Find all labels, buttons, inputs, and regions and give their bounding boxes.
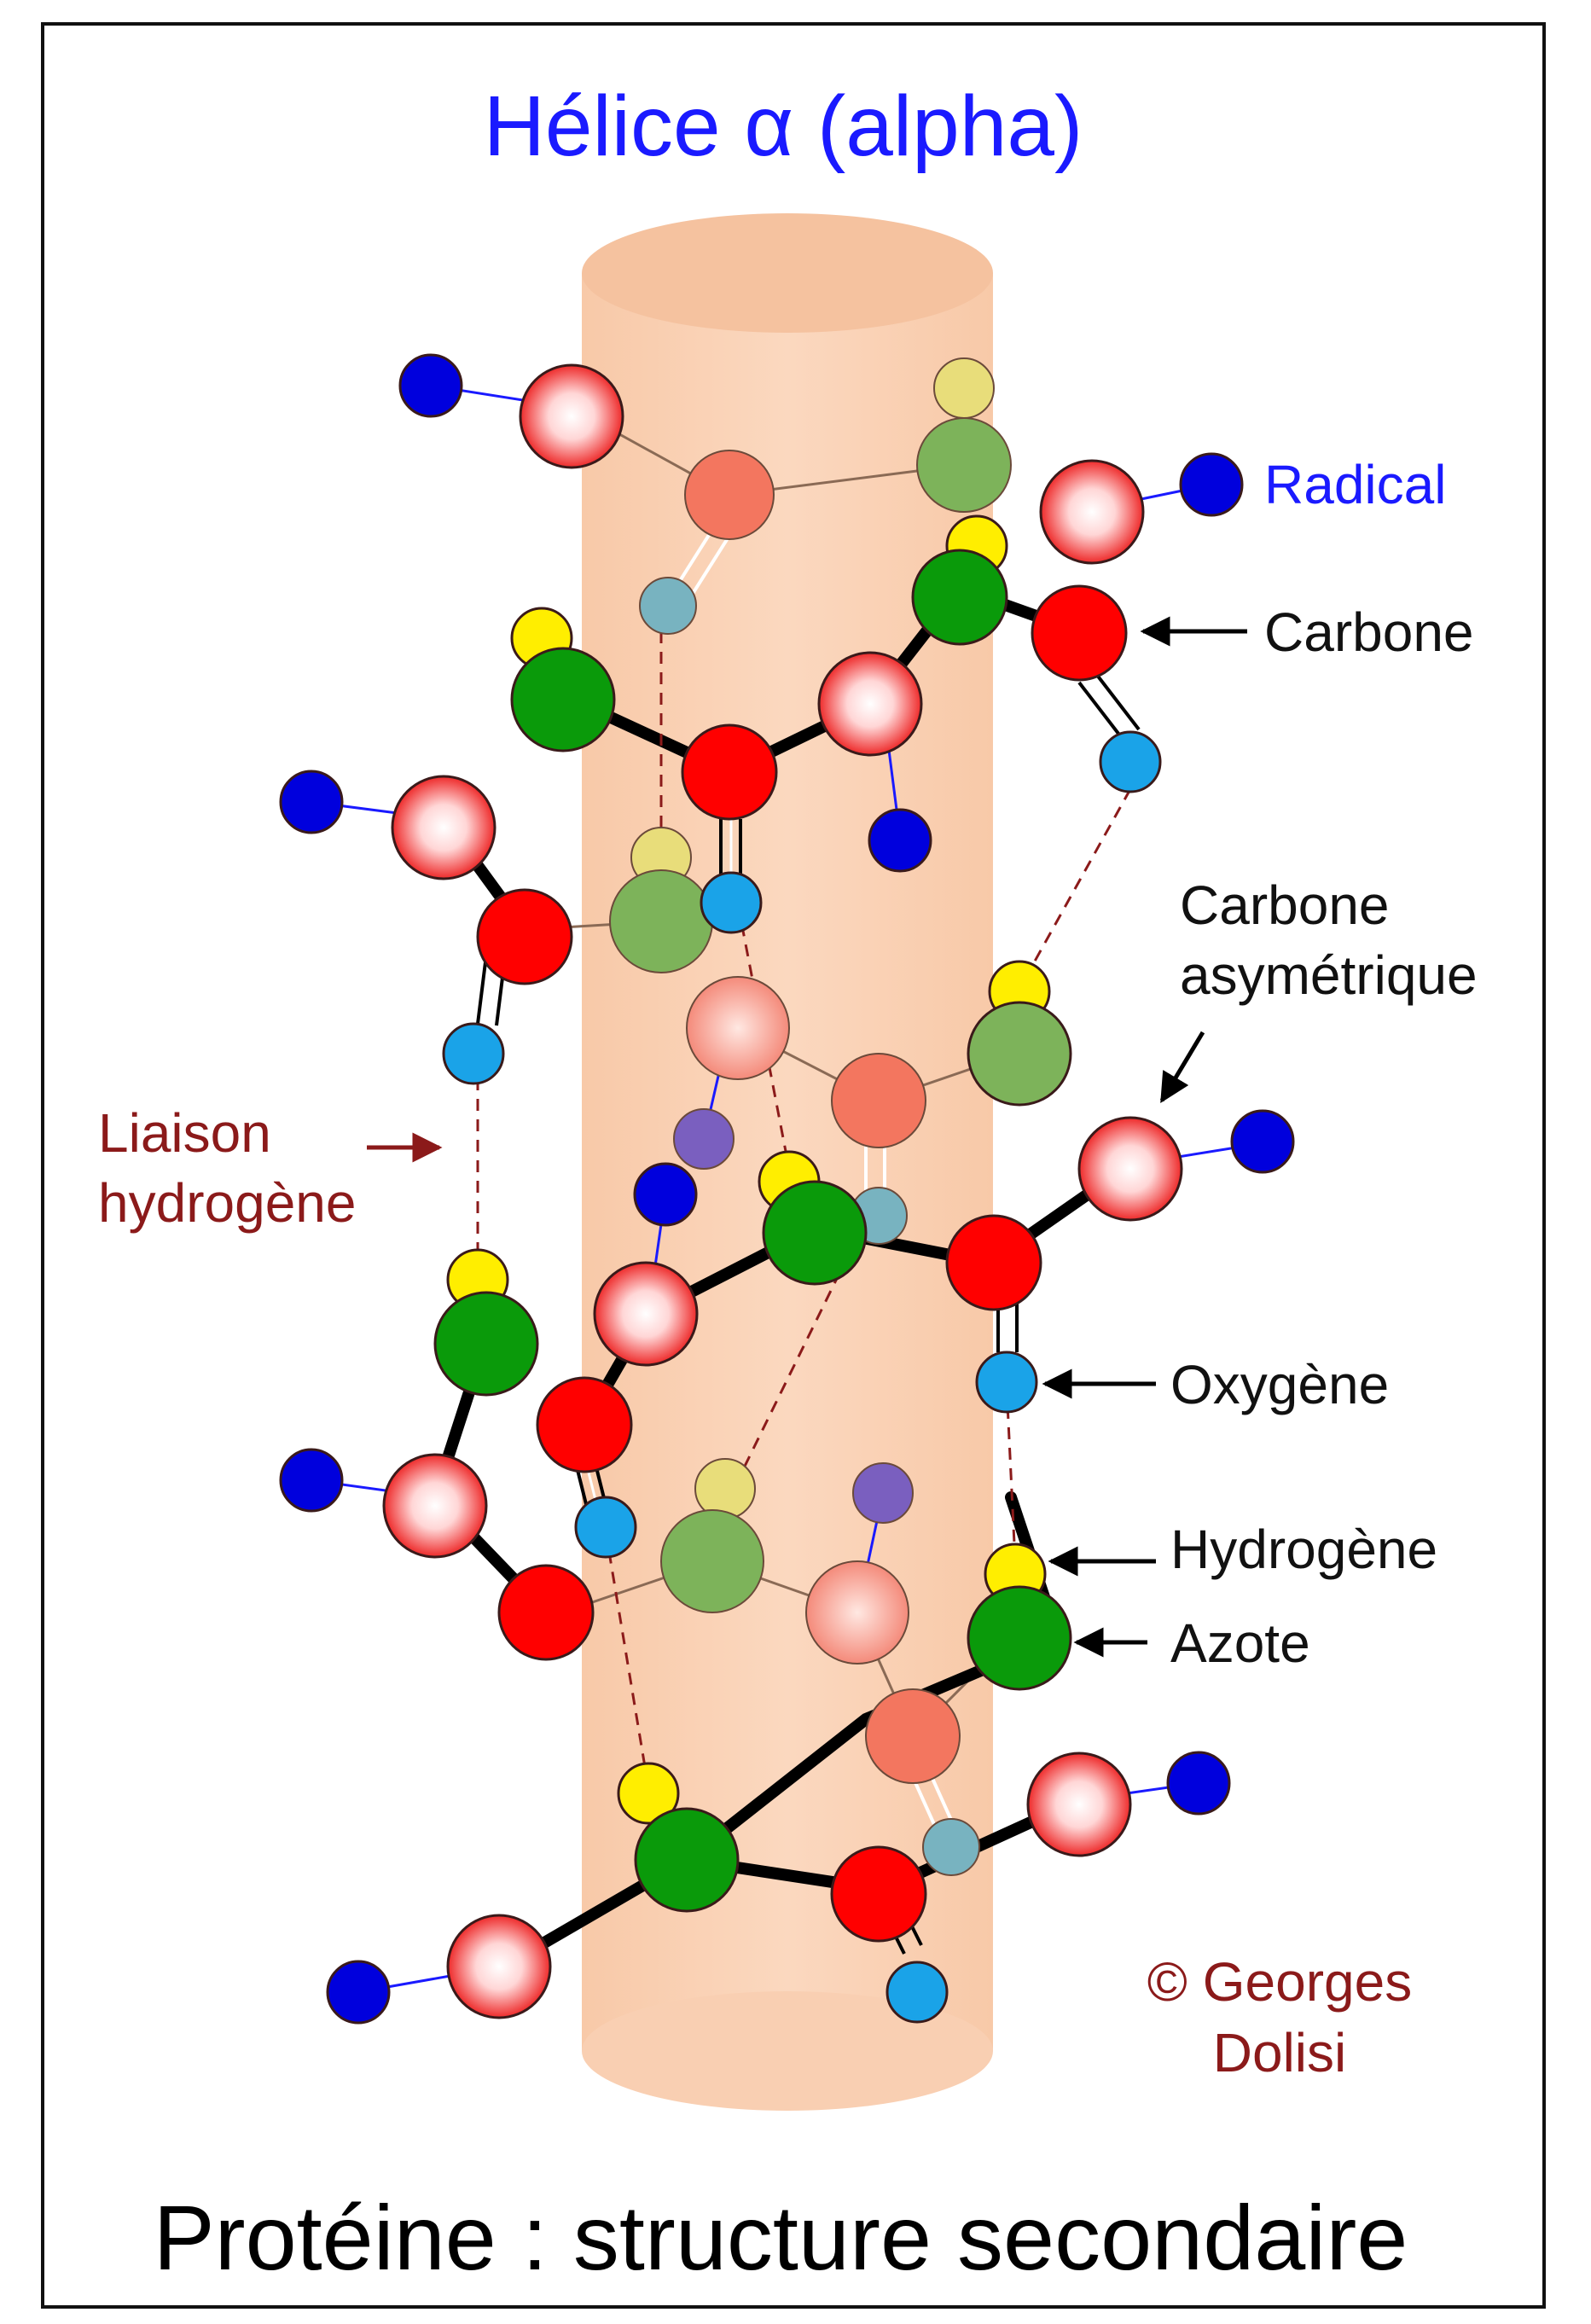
copyright-line-1: © Georges: [1147, 1951, 1412, 2013]
label-liaison-1: Liaison: [98, 1102, 271, 1164]
front-atoms: [279, 353, 1295, 2025]
diagram-title: Hélice α (alpha): [484, 78, 1083, 174]
label-azote: Azote: [1170, 1612, 1310, 1674]
diagram-subtitle: Protéine : structure secondaire: [154, 2186, 1408, 2289]
copyright-line-2: Dolisi: [1213, 2022, 1346, 2083]
label-carbone-asym-2: asymétrique: [1180, 944, 1478, 1006]
label-carbone: Carbone: [1264, 601, 1474, 663]
label-radical: Radical: [1264, 454, 1446, 515]
label-liaison-2: hydrogène: [98, 1172, 356, 1234]
label-hydrogene: Hydrogène: [1170, 1519, 1437, 1580]
back-atoms: [609, 357, 1012, 1876]
annotation-arrows: [367, 616, 1247, 1658]
label-carbone-asym-1: Carbone: [1180, 874, 1390, 936]
label-oxygene: Oxygène: [1170, 1354, 1389, 1415]
